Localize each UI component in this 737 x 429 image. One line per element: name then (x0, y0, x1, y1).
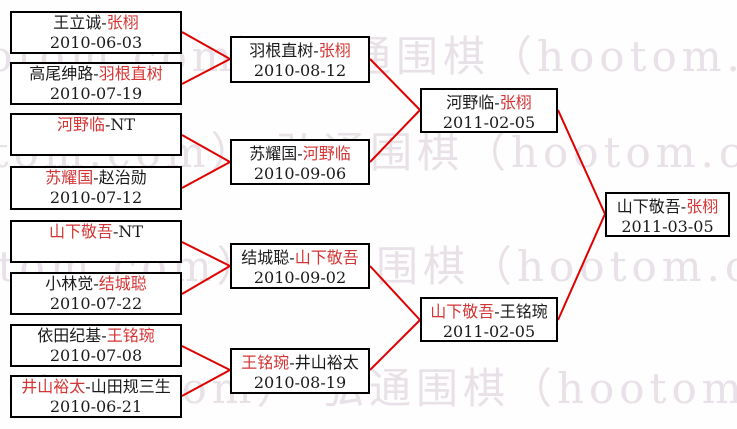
match-date: 2010-07-19 (49, 84, 143, 103)
winner-name: 结城聪 (98, 274, 147, 293)
player-name: 依田纪基- (37, 326, 107, 345)
match-players: 小林觉-结城聪 (12, 274, 180, 294)
match-players: 依田纪基-王铭琬 (12, 326, 180, 346)
connector-line (557, 213, 606, 321)
match-box-r1-3: 河野临-NT (10, 113, 182, 156)
player-name: 高尾绅路- (29, 64, 99, 83)
winner-name: 羽根直树 (98, 64, 163, 83)
match-players: 河野临-张栩 (422, 93, 556, 113)
match-date: 2010-06-21 (49, 397, 143, 416)
connector-line (181, 58, 231, 85)
match-box-r1-6: 小林觉-结城聪 2010-07-22 (10, 272, 182, 315)
match-date: 2010-06-03 (49, 33, 143, 52)
match-players: 河野临-NT (12, 115, 180, 135)
match-players: 山下敬吾-王铭琬 (422, 302, 556, 322)
match-date: 2010-07-12 (49, 188, 143, 207)
player-name: -王铭琬 (494, 302, 548, 321)
match-date: 2010-09-02 (253, 268, 347, 287)
match-box-r1-5: 山下敬吾-NT (10, 220, 182, 263)
connector-line (181, 31, 231, 60)
match-players: 高尾绅路-羽根直树 (12, 64, 180, 84)
match-players: 王铭琬-井山裕太 (232, 353, 368, 373)
match-players: 井山裕太-山田规三生 (12, 377, 180, 397)
player-name: 小林觉- (45, 274, 99, 293)
match-box-r1-4: 苏耀国-赵治勋 2010-07-12 (10, 166, 182, 210)
player-name: -井山裕太 (289, 353, 359, 372)
match-players: 山下敬吾-张栩 (607, 197, 728, 217)
winner-name: 张栩 (499, 93, 532, 112)
winner-name: 山下敬吾 (294, 248, 359, 267)
winner-name: 王铭琬 (241, 353, 290, 372)
winner-name: 王铭琬 (106, 326, 155, 345)
match-box-r1-1: 王立诚-张栩 2010-06-03 (10, 11, 182, 54)
winner-name: 山下敬吾 (430, 302, 495, 321)
connector-line (181, 134, 231, 163)
player-name: -山田规三生 (85, 377, 171, 396)
player-name: 羽根直树- (249, 41, 319, 60)
connector-line (181, 345, 231, 371)
connector-line (369, 319, 421, 371)
winner-name: 苏耀国 (45, 168, 94, 187)
match-date: 2010-07-22 (49, 294, 143, 313)
player-name: -NT (104, 115, 136, 134)
match-box-r1-8: 井山裕太-山田规三生 2010-06-21 (10, 375, 182, 418)
player-name: -NT (112, 222, 144, 241)
match-box-r1-7: 依田纪基-王铭琬 2010-07-08 (10, 324, 182, 367)
match-box-sf-2: 山下敬吾-王铭琬 2011-02-05 (420, 297, 558, 342)
connector-line (369, 58, 421, 111)
match-players: 结城聪-山下敬吾 (232, 248, 368, 268)
player-name: 苏耀国- (249, 144, 303, 163)
match-players: 苏耀国-赵治勋 (12, 168, 180, 188)
match-players: 羽根直树-张栩 (232, 41, 368, 61)
match-date: 2010-07-08 (49, 346, 143, 365)
winner-name: 张栩 (106, 13, 139, 32)
winner-name: 井山裕太 (21, 377, 86, 396)
match-date: 2011-02-05 (442, 322, 536, 341)
player-name: 王立诚- (53, 13, 107, 32)
winner-name: 张栩 (318, 41, 351, 60)
connector-line (369, 265, 421, 321)
player-name: 结城聪- (241, 248, 295, 267)
match-box-r2-4: 王铭琬-井山裕太 2010-08-19 (230, 348, 370, 394)
connector-line (181, 161, 231, 189)
match-date: 2011-03-05 (621, 217, 714, 236)
match-date: 2010-08-12 (253, 61, 347, 80)
match-box-sf-1: 河野临-张栩 2011-02-05 (420, 88, 558, 133)
connector-line (181, 265, 231, 295)
connector-line (181, 241, 231, 267)
match-box-final: 山下敬吾-张栩 2011-03-05 (605, 192, 730, 237)
match-date: 2010-08-19 (253, 373, 347, 392)
winner-name: 河野临 (302, 144, 351, 163)
connector-line (557, 109, 606, 215)
match-players: 王立诚-张栩 (12, 13, 180, 33)
player-name: 山下敬吾- (616, 197, 687, 216)
player-name: -赵治勋 (93, 168, 147, 187)
connector-line (369, 109, 421, 163)
match-box-r1-2: 高尾绅路-羽根直树 2010-07-19 (10, 62, 182, 105)
player-name: 河野临- (446, 93, 500, 112)
winner-name: 山下敬吾 (48, 222, 113, 241)
match-date: 2010-09-06 (253, 164, 347, 183)
match-box-r2-1: 羽根直树-张栩 2010-08-12 (230, 36, 370, 83)
match-players: 苏耀国-河野临 (232, 144, 368, 164)
connector-line (181, 369, 231, 397)
match-box-r2-3: 结城聪-山下敬吾 2010-09-02 (230, 243, 370, 289)
winner-name: 张栩 (686, 197, 719, 216)
match-box-r2-2: 苏耀国-河野临 2010-09-06 (230, 139, 370, 185)
match-date: 2011-02-05 (442, 113, 536, 132)
winner-name: 河野临 (56, 115, 105, 134)
match-players: 山下敬吾-NT (12, 222, 180, 242)
